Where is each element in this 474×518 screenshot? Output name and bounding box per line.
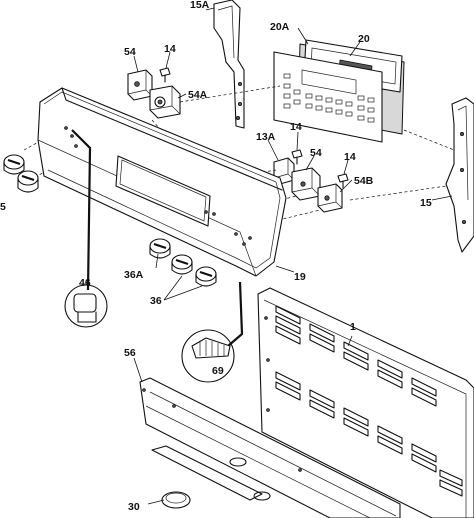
infinite-switch-54A bbox=[149, 85, 181, 119]
infinite-switch-54B bbox=[317, 183, 343, 213]
knob-36-1 bbox=[171, 254, 193, 275]
label-54B: 54B bbox=[354, 175, 374, 187]
label-14-right: 14 bbox=[344, 151, 356, 163]
label-36A: 36A bbox=[124, 269, 144, 281]
infinite-switch-54-mid bbox=[291, 167, 321, 201]
label-54-mid: 54 bbox=[310, 147, 322, 159]
label-19: 19 bbox=[294, 271, 306, 283]
end-cap-15 bbox=[445, 97, 474, 253]
knob-left-1 bbox=[3, 154, 25, 175]
knob-36-2 bbox=[195, 266, 217, 287]
label-30: 30 bbox=[128, 501, 140, 513]
label-46: 46 bbox=[79, 277, 91, 289]
label-13A: 13A bbox=[256, 131, 276, 143]
end-cap-15A bbox=[213, 0, 245, 129]
knob-36A bbox=[149, 238, 171, 259]
plug-30 bbox=[161, 491, 191, 509]
label-54A: 54A bbox=[188, 89, 208, 101]
terminal-clip-14-right bbox=[337, 173, 349, 189]
screw-69-detail bbox=[181, 281, 244, 383]
light-button-46-detail bbox=[64, 129, 108, 328]
label-54-top: 54 bbox=[124, 46, 136, 58]
overlay-keypad bbox=[283, 73, 375, 123]
label-69: 69 bbox=[212, 365, 224, 377]
label-15: 15 bbox=[420, 197, 432, 209]
rear-panel-1 bbox=[257, 287, 474, 518]
infinite-switch-54-top bbox=[127, 69, 153, 101]
control-panel-19 bbox=[37, 87, 287, 277]
label-5: 5 bbox=[0, 201, 6, 213]
label-15A: 15A bbox=[190, 0, 210, 11]
leader-lines bbox=[133, 7, 453, 505]
terminal-clip-14-mid bbox=[291, 149, 303, 165]
label-14-top: 14 bbox=[164, 43, 176, 55]
lower-bracket-56 bbox=[139, 377, 401, 518]
rear-panel-louvers bbox=[275, 305, 463, 497]
label-20: 20 bbox=[358, 33, 370, 45]
label-20A: 20A bbox=[270, 21, 290, 33]
label-1: 1 bbox=[350, 321, 356, 333]
label-14-mid: 14 bbox=[290, 121, 302, 133]
label-56: 56 bbox=[124, 347, 136, 359]
knob-left-2 bbox=[17, 170, 39, 193]
control-overlay-20A bbox=[273, 51, 383, 143]
terminal-clip-14-top bbox=[159, 67, 171, 83]
label-36: 36 bbox=[150, 295, 162, 307]
part-labels: 15A 20A 20 54 14 54A 13A 14 54 14 54B 15… bbox=[0, 0, 432, 513]
